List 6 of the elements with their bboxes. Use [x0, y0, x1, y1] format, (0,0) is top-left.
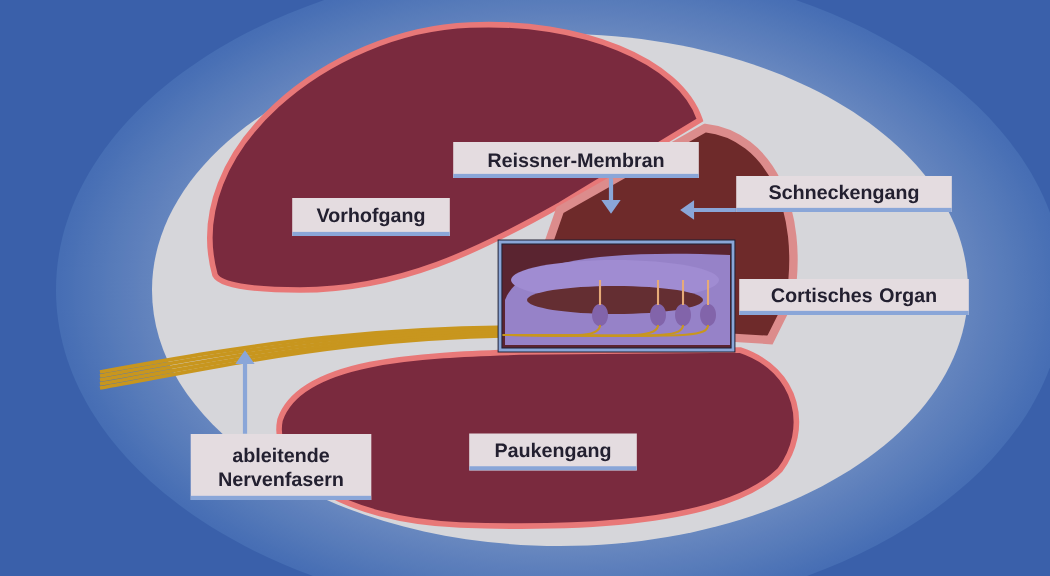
label-box: Schneckengang — [736, 176, 952, 212]
label-box: ableitende Nervenfasern — [190, 434, 372, 500]
label-box: Paukengang — [469, 433, 637, 471]
label-box: Reissner-Membran — [453, 142, 699, 178]
label-box: Vorhofgang — [292, 198, 450, 236]
label-box: Cortisches Organ — [739, 279, 969, 315]
